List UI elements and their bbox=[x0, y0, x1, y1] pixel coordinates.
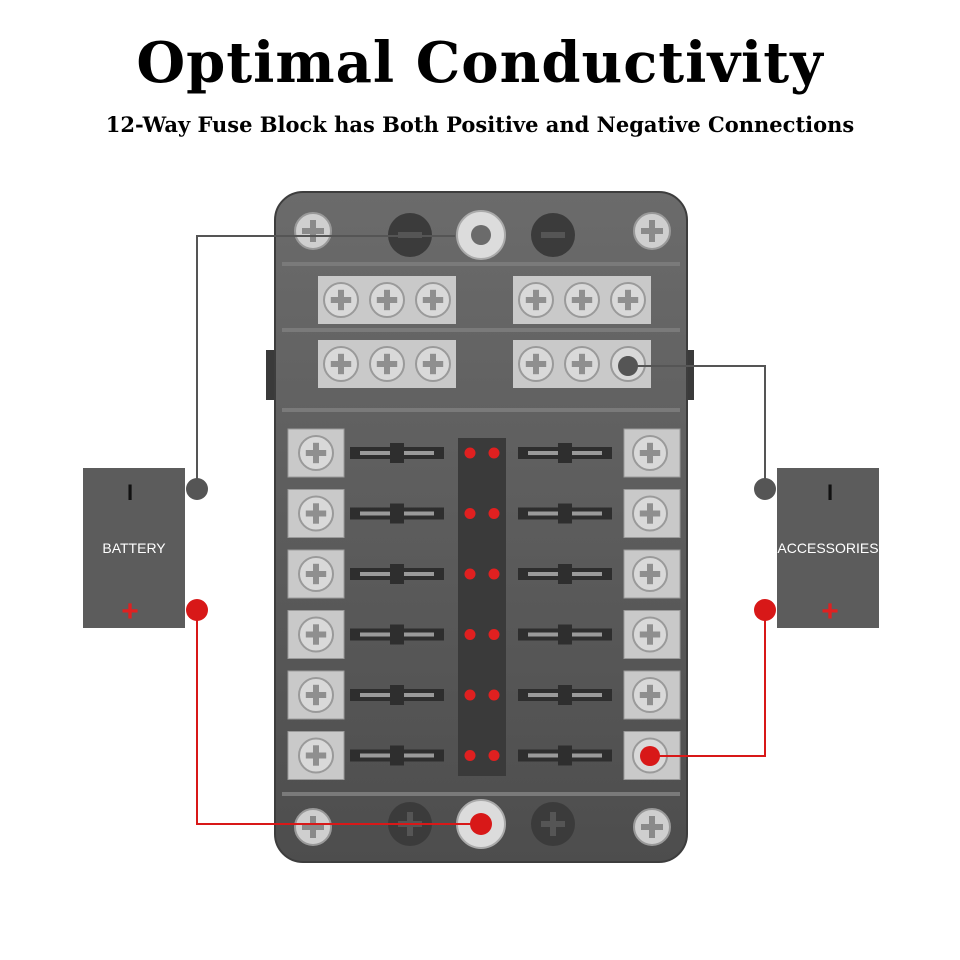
led-indicator bbox=[464, 750, 476, 761]
led-indicator bbox=[464, 447, 476, 459]
negative-stud-icon bbox=[531, 213, 575, 257]
accessories-negative-dot bbox=[754, 478, 776, 500]
terminal-screw-icon bbox=[518, 346, 554, 382]
battery-negative-symbol: I bbox=[127, 480, 133, 505]
fuse-row bbox=[287, 489, 681, 538]
fuse-terminal-screw-icon bbox=[632, 495, 668, 532]
terminal-screw-icon bbox=[369, 346, 405, 382]
accessories-positive-symbol: + bbox=[821, 595, 839, 628]
main-positive-terminal-dot bbox=[470, 813, 492, 835]
bus-terminal-group bbox=[513, 340, 651, 388]
mounting-screw-icon bbox=[633, 212, 671, 250]
fuse-terminal-screw-icon bbox=[298, 495, 334, 532]
led-indicator bbox=[488, 447, 500, 459]
fuse-terminal-screw-icon bbox=[298, 556, 334, 592]
negative-wire-battery bbox=[196, 235, 455, 489]
top-row bbox=[294, 210, 671, 260]
negative-wire-accessories bbox=[628, 365, 766, 489]
accessories-box: I ACCESSORIES + bbox=[777, 468, 879, 628]
led-indicator bbox=[488, 568, 500, 580]
fuse-terminal-screw-icon bbox=[632, 556, 668, 592]
fuse-slot-left[interactable] bbox=[350, 443, 444, 463]
positive-wire-accessories bbox=[650, 610, 766, 757]
mounting-screw-icon bbox=[294, 808, 332, 846]
fuse-slot-right[interactable] bbox=[518, 443, 612, 463]
lower-rail bbox=[282, 408, 680, 412]
terminal-screw-icon bbox=[518, 282, 554, 318]
battery-label: BATTERY bbox=[102, 540, 166, 556]
fuse-terminal-screw-icon bbox=[298, 616, 334, 653]
fuse-terminal-screw-icon bbox=[298, 737, 334, 774]
positive-stud-icon bbox=[531, 802, 575, 846]
terminal-screw-icon bbox=[323, 346, 359, 382]
positive-wire-battery bbox=[196, 610, 481, 825]
page-title: Optimal Conductivity bbox=[136, 30, 824, 96]
led-strip bbox=[458, 438, 506, 776]
fuse-terminal-screw-icon bbox=[632, 616, 668, 653]
led-indicator bbox=[464, 508, 476, 519]
led-indicator bbox=[488, 508, 500, 519]
fuse-slot-left[interactable] bbox=[350, 503, 444, 524]
accessories-positive-dot bbox=[754, 599, 776, 621]
terminal-screw-icon bbox=[415, 346, 451, 382]
led-indicator bbox=[464, 568, 476, 580]
mounting-screw-icon bbox=[294, 212, 332, 250]
battery-positive-dot bbox=[186, 599, 208, 621]
bus-terminal-group bbox=[318, 276, 456, 324]
terminal-screw-icon bbox=[610, 282, 646, 318]
fuse-slot-right[interactable] bbox=[518, 745, 612, 766]
fuse-row bbox=[287, 610, 681, 659]
page-subtitle: 12-Way Fuse Block has Both Positive and … bbox=[105, 112, 855, 137]
fuse-row bbox=[287, 670, 681, 720]
fuse-slot-left[interactable] bbox=[350, 745, 444, 766]
accessory-positive-terminal-dot bbox=[640, 746, 660, 766]
fuse-terminal-screw-icon bbox=[298, 435, 334, 471]
fuse-slot-left[interactable] bbox=[350, 564, 444, 584]
fuse-slot-right[interactable] bbox=[518, 503, 612, 524]
fuse-terminal-screw-icon bbox=[298, 677, 334, 713]
battery-box: I BATTERY + bbox=[83, 468, 185, 628]
terminal-screw-icon bbox=[564, 346, 600, 382]
fuse-slot-left[interactable] bbox=[350, 685, 444, 705]
accessories-negative-symbol: I bbox=[827, 480, 833, 505]
fuse-terminal-screw-icon bbox=[632, 677, 668, 713]
led-indicator bbox=[488, 750, 500, 761]
battery-positive-symbol: + bbox=[121, 595, 139, 628]
terminal-screw-icon bbox=[564, 282, 600, 318]
terminal-screw-icon bbox=[415, 282, 451, 318]
bottom-rail bbox=[282, 792, 680, 796]
accessories-label: ACCESSORIES bbox=[777, 540, 878, 556]
fuse-row bbox=[287, 549, 681, 599]
ring-terminal-negative-icon[interactable] bbox=[456, 210, 506, 260]
terminal-screw-icon bbox=[369, 282, 405, 318]
led-indicator bbox=[488, 629, 500, 640]
accessory-negative-terminal-dot bbox=[618, 356, 638, 376]
mounting-screw-icon bbox=[633, 808, 671, 846]
led-indicator bbox=[464, 629, 476, 640]
negative-bus-terminals bbox=[318, 276, 651, 388]
fuse-slot-left[interactable] bbox=[350, 624, 444, 645]
led-indicator bbox=[488, 689, 500, 701]
bus-terminal-group bbox=[513, 276, 651, 324]
mid-rail bbox=[282, 328, 680, 332]
led-indicator bbox=[464, 689, 476, 701]
fuse-slot-right[interactable] bbox=[518, 564, 612, 584]
battery-negative-dot bbox=[186, 478, 208, 500]
fuse-terminal-screw-icon bbox=[632, 435, 668, 471]
fuse-slot-right[interactable] bbox=[518, 685, 612, 705]
bus-terminal-group bbox=[318, 340, 456, 388]
terminal-screw-icon bbox=[323, 282, 359, 318]
top-rail bbox=[282, 262, 680, 266]
led-indicators bbox=[464, 447, 500, 761]
fuse-slot-right[interactable] bbox=[518, 624, 612, 645]
fuse-row bbox=[287, 428, 681, 478]
